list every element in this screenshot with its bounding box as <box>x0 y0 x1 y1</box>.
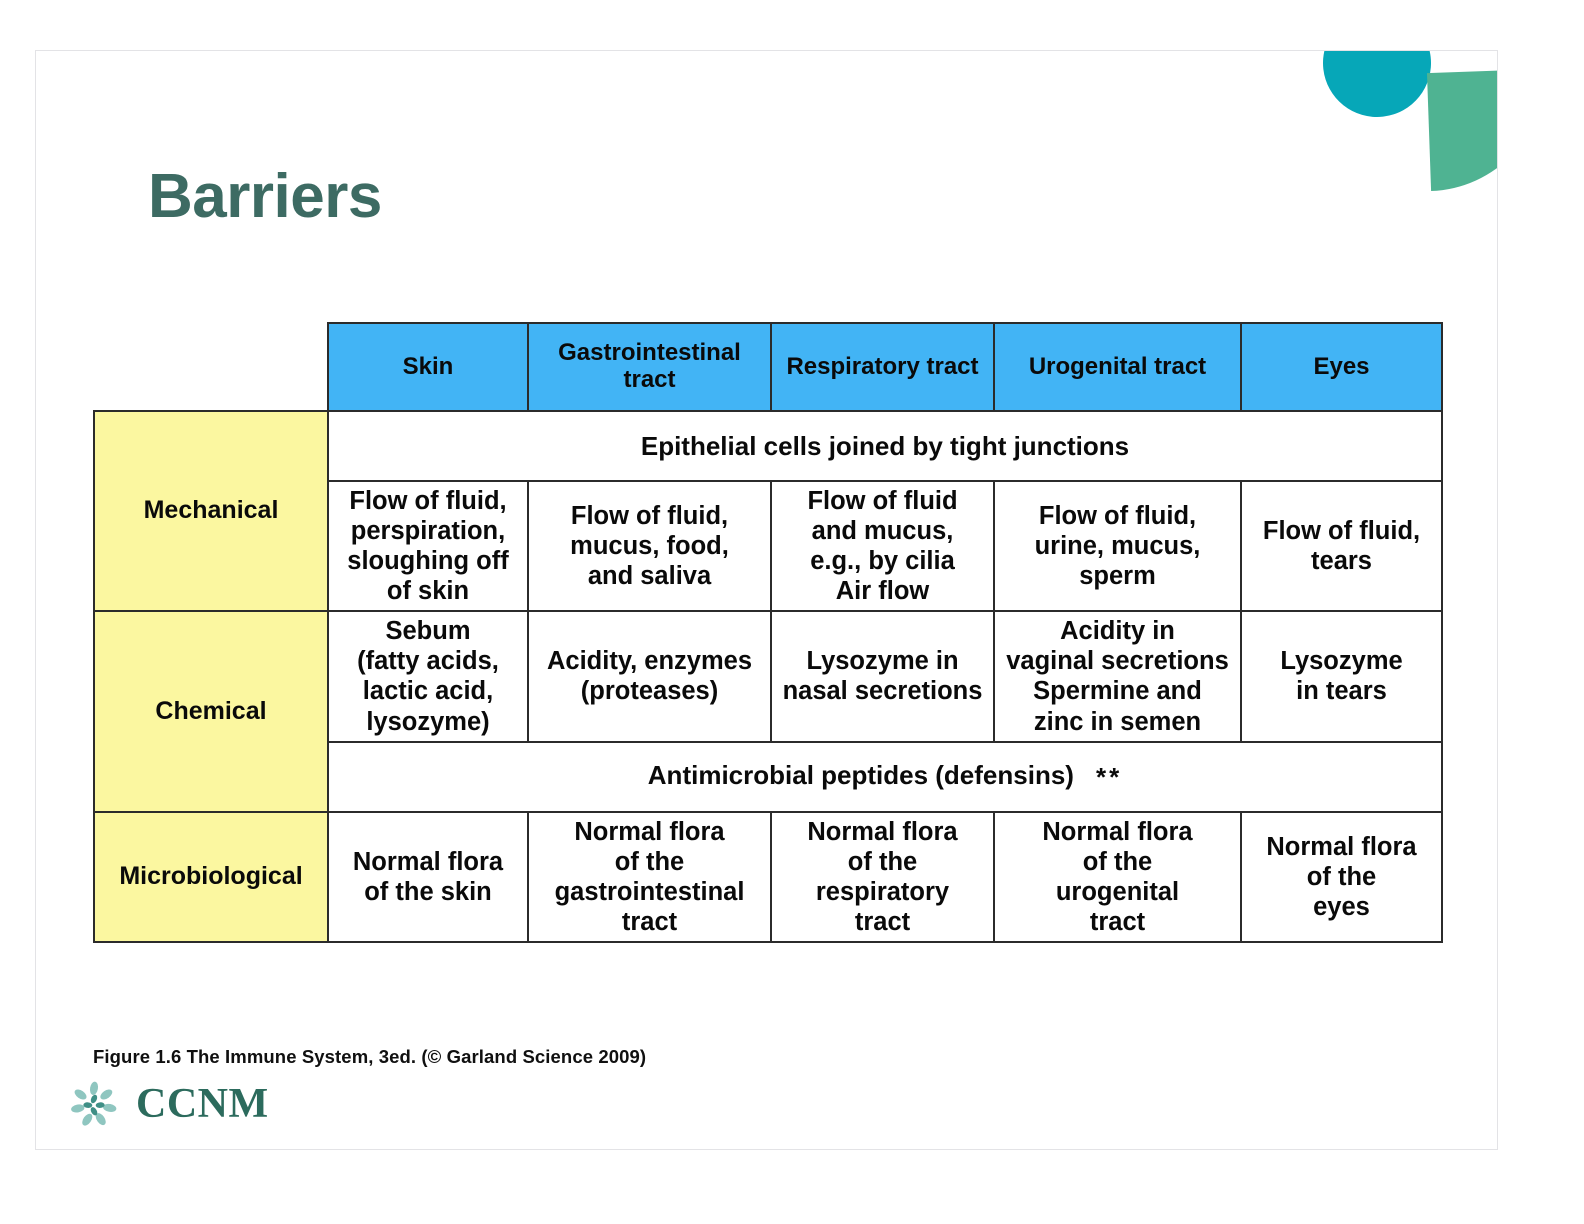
cell-mechanical-urogenital: Flow of fluid,urine, mucus,sperm <box>993 479 1242 613</box>
table-header-row: Skin Gastrointestinal tract Respiratory … <box>94 322 1443 412</box>
column-header-eyes: Eyes <box>1240 322 1443 412</box>
row-header-mechanical: Mechanical <box>93 409 329 613</box>
petal-teal-icon <box>1310 51 1444 130</box>
table-row: Flow of fluid,perspiration,sloughing off… <box>94 479 1443 613</box>
column-header-respiratory-tract: Respiratory tract <box>770 322 995 412</box>
column-header-urogenital-tract: Urogenital tract <box>993 322 1242 412</box>
span-row-antimicrobial-peptides: Antimicrobial peptides (defensins) ** <box>327 740 1443 813</box>
barriers-table-container: Skin Gastrointestinal tract Respiratory … <box>93 322 1443 943</box>
row-header-microbiological: Microbiological <box>93 810 329 943</box>
petal-green-icon <box>1426 68 1497 192</box>
barriers-table: Skin Gastrointestinal tract Respiratory … <box>93 322 1443 943</box>
ccnm-logo: CCNM <box>66 1076 269 1132</box>
cell-chemical-skin: Sebum(fatty acids,lactic acid,lysozyme) <box>327 610 529 743</box>
footnote-asterisks: ** <box>1095 761 1123 792</box>
table-row: Antimicrobial peptides (defensins) ** <box>94 740 1443 813</box>
table-corner-cell <box>94 323 328 411</box>
span-row-antimicrobial-peptides-text: Antimicrobial peptides (defensins) <box>647 760 1074 791</box>
cell-mechanical-eyes: Flow of fluid,tears <box>1240 479 1443 613</box>
table-row: Chemical Sebum(fatty acids,lactic acid,l… <box>93 610 1443 813</box>
cell-mechanical-gastrointestinal: Flow of fluid,mucus, food,and saliva <box>527 479 772 613</box>
column-header-gastrointestinal-tract: Gastrointestinal tract <box>527 322 772 412</box>
ccnm-logo-text: CCNM <box>136 1081 269 1127</box>
slide-canvas: Barriers Skin Gastrointestinal tract Res… <box>35 50 1498 1150</box>
figure-caption: Figure 1.6 The Immune System, 3ed. (© Ga… <box>93 1046 647 1067</box>
row-header-chemical: Chemical <box>93 610 329 813</box>
cell-chemical-gastrointestinal: Acidity, enzymes(proteases) <box>527 610 772 743</box>
page-title: Barriers <box>148 162 382 231</box>
ccnm-leaf-mark-icon <box>71 1081 117 1126</box>
cell-mechanical-skin: Flow of fluid,perspiration,sloughing off… <box>327 479 529 613</box>
column-header-skin: Skin <box>327 322 529 412</box>
table-row: Mechanical Epithelial cells joined by ti… <box>93 409 1443 613</box>
decorative-corner-petals <box>1310 51 1497 192</box>
span-row-epithelial-cells: Epithelial cells joined by tight junctio… <box>327 410 1443 482</box>
